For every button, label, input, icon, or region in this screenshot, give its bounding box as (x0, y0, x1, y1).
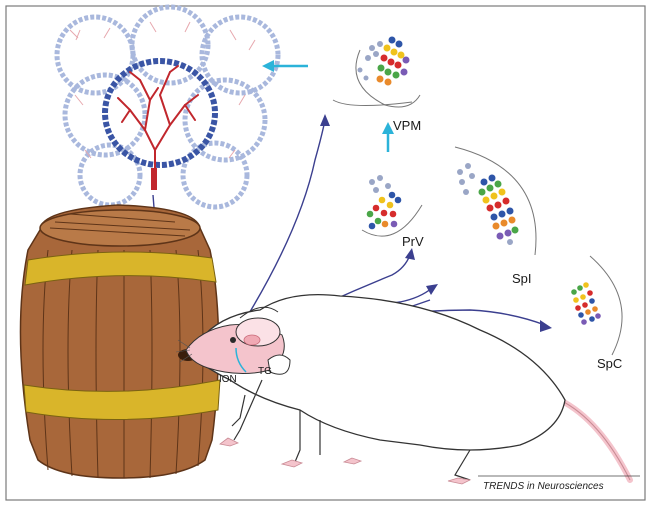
vpm-nucleus: VPM (332, 36, 421, 133)
label-vpm: VPM (393, 118, 421, 133)
rat-icon: ION TG (175, 293, 633, 485)
cyan-arrow-to-cortex (262, 60, 308, 72)
credit-text: TRENDS in Neurosciences (483, 481, 604, 492)
spi-nucleus: SpI (454, 146, 537, 286)
figure-frame (5, 5, 646, 501)
cortex-barrel-field (54, 4, 281, 210)
barrel-icon (19, 204, 221, 479)
cyan-arrow-to-vpm (382, 122, 394, 152)
label-prv: PrV (402, 234, 424, 249)
label-ion: ION (219, 374, 237, 385)
label-tg: TG (258, 366, 272, 377)
nerve-arrowheads (320, 114, 552, 332)
spc-nucleus: SpC (571, 255, 623, 371)
label-spc: SpC (597, 356, 622, 371)
prv-nucleus: PrV (361, 175, 424, 249)
label-spi: SpI (512, 271, 532, 286)
